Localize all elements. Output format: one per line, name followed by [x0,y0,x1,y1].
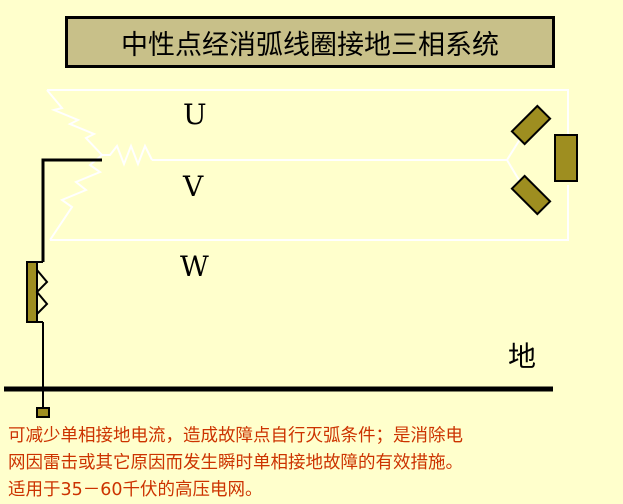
phase-u-wire [47,89,569,155]
ground-label: 地 [508,340,537,373]
source-winding-w [49,154,103,241]
load-impedance-v [554,134,578,182]
ground-electrode [36,390,50,418]
caption-text: 可减少单相接地电流，造成故障点自行灭弧条件；是消除电 网因雷击或其它原因而发生瞬… [8,426,463,500]
arc-suppression-coil [26,261,49,323]
phase-w-wire [50,185,569,241]
phase-label-u: U [183,98,207,131]
phase-label-v: V [183,170,204,203]
load-impedance-u [510,104,552,146]
load-star-connection [506,135,523,186]
phase-label-w: W [180,250,209,283]
page-title: 中性点经消弧线圈接地三相系统 [121,29,499,61]
source-winding-v [102,143,153,167]
source-winding-u [46,89,103,156]
title-box: 中性点经消弧线圈接地三相系统 [65,16,555,68]
load-impedance-w [510,174,552,216]
neutral-wire [41,158,102,262]
